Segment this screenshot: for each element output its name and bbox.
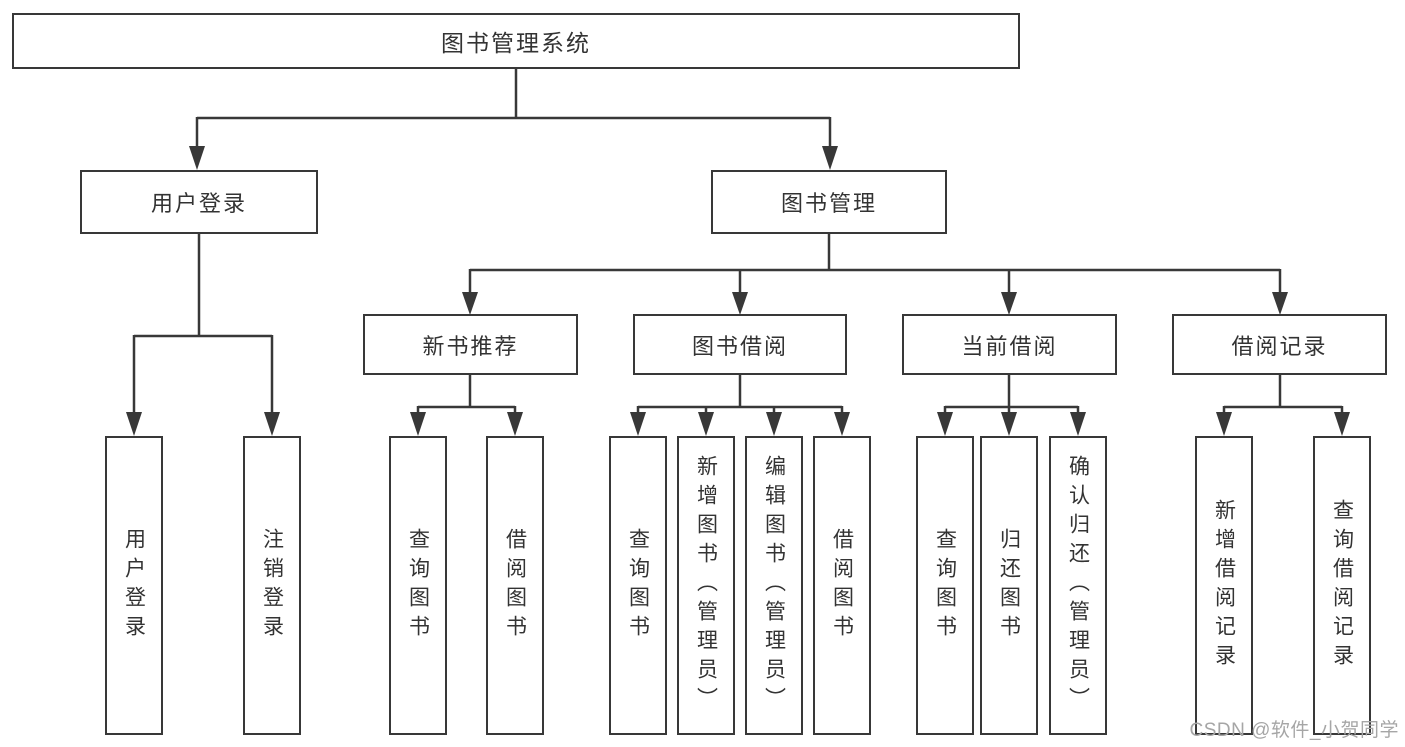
node-book-management: 图书管理: [711, 170, 947, 234]
connector-root-to-level2: [189, 69, 838, 170]
leaf-label: 确认归还（管理员）: [1066, 455, 1090, 716]
leaf-query-book-recommend: 查询图书: [389, 436, 447, 735]
leaf-label: 借阅图书: [503, 527, 527, 644]
connector-new-book-children: [410, 375, 523, 436]
leaf-return-book: 归还图书: [980, 436, 1038, 735]
leaf-edit-book-admin: 编辑图书（管理员）: [745, 436, 803, 735]
leaf-label: 新增图书（管理员）: [694, 455, 718, 716]
leaf-label: 注销登录: [260, 527, 284, 644]
node-label: 新书推荐: [422, 333, 519, 359]
connector-records-children: [1216, 375, 1350, 436]
connector-book-borrow-children: [630, 375, 850, 436]
node-label: 当前借阅: [961, 333, 1058, 359]
leaf-label: 借阅图书: [830, 527, 854, 644]
leaf-add-book-admin: 新增图书（管理员）: [677, 436, 735, 735]
leaf-label: 新增借阅记录: [1212, 498, 1236, 673]
leaf-label: 归还图书: [997, 527, 1021, 644]
csdn-watermark: CSDN @软件_小贺同学: [1189, 720, 1399, 741]
connector-current-borrow-children: [937, 375, 1086, 436]
leaf-label: 用户登录: [122, 527, 146, 644]
leaf-add-borrow-record: 新增借阅记录: [1195, 436, 1253, 735]
leaf-confirm-return-admin: 确认归还（管理员）: [1049, 436, 1107, 735]
leaf-logout: 注销登录: [243, 436, 301, 735]
leaf-label: 编辑图书（管理员）: [762, 455, 786, 716]
leaf-label: 查询图书: [933, 527, 957, 644]
node-label: 图书管理: [780, 191, 877, 216]
leaf-borrow-book: 借阅图书: [813, 436, 871, 735]
leaf-borrow-book-recommend: 借阅图书: [486, 436, 544, 735]
leaf-query-book-current: 查询图书: [916, 436, 974, 735]
connector-user-login-children: [126, 234, 280, 436]
node-library-system: 图书管理系统: [12, 13, 1020, 69]
node-user-login: 用户登录: [80, 170, 318, 234]
node-label: 用户登录: [150, 191, 247, 216]
leaf-label: 查询图书: [406, 527, 430, 644]
node-label: 图书管理系统: [441, 30, 591, 56]
node-new-book-recommend: 新书推荐: [363, 314, 578, 375]
node-label: 借阅记录: [1231, 333, 1328, 359]
leaf-user-login: 用户登录: [105, 436, 163, 735]
node-book-borrow: 图书借阅: [633, 314, 847, 375]
node-label: 图书借阅: [691, 333, 788, 359]
connector-book-management-children: [462, 234, 1288, 315]
node-borrow-records: 借阅记录: [1172, 314, 1387, 375]
leaf-label: 查询图书: [626, 527, 650, 644]
leaf-label: 查询借阅记录: [1330, 498, 1354, 673]
leaf-query-borrow-record: 查询借阅记录: [1313, 436, 1371, 735]
leaf-query-book-borrow: 查询图书: [609, 436, 667, 735]
node-current-borrow: 当前借阅: [902, 314, 1117, 375]
